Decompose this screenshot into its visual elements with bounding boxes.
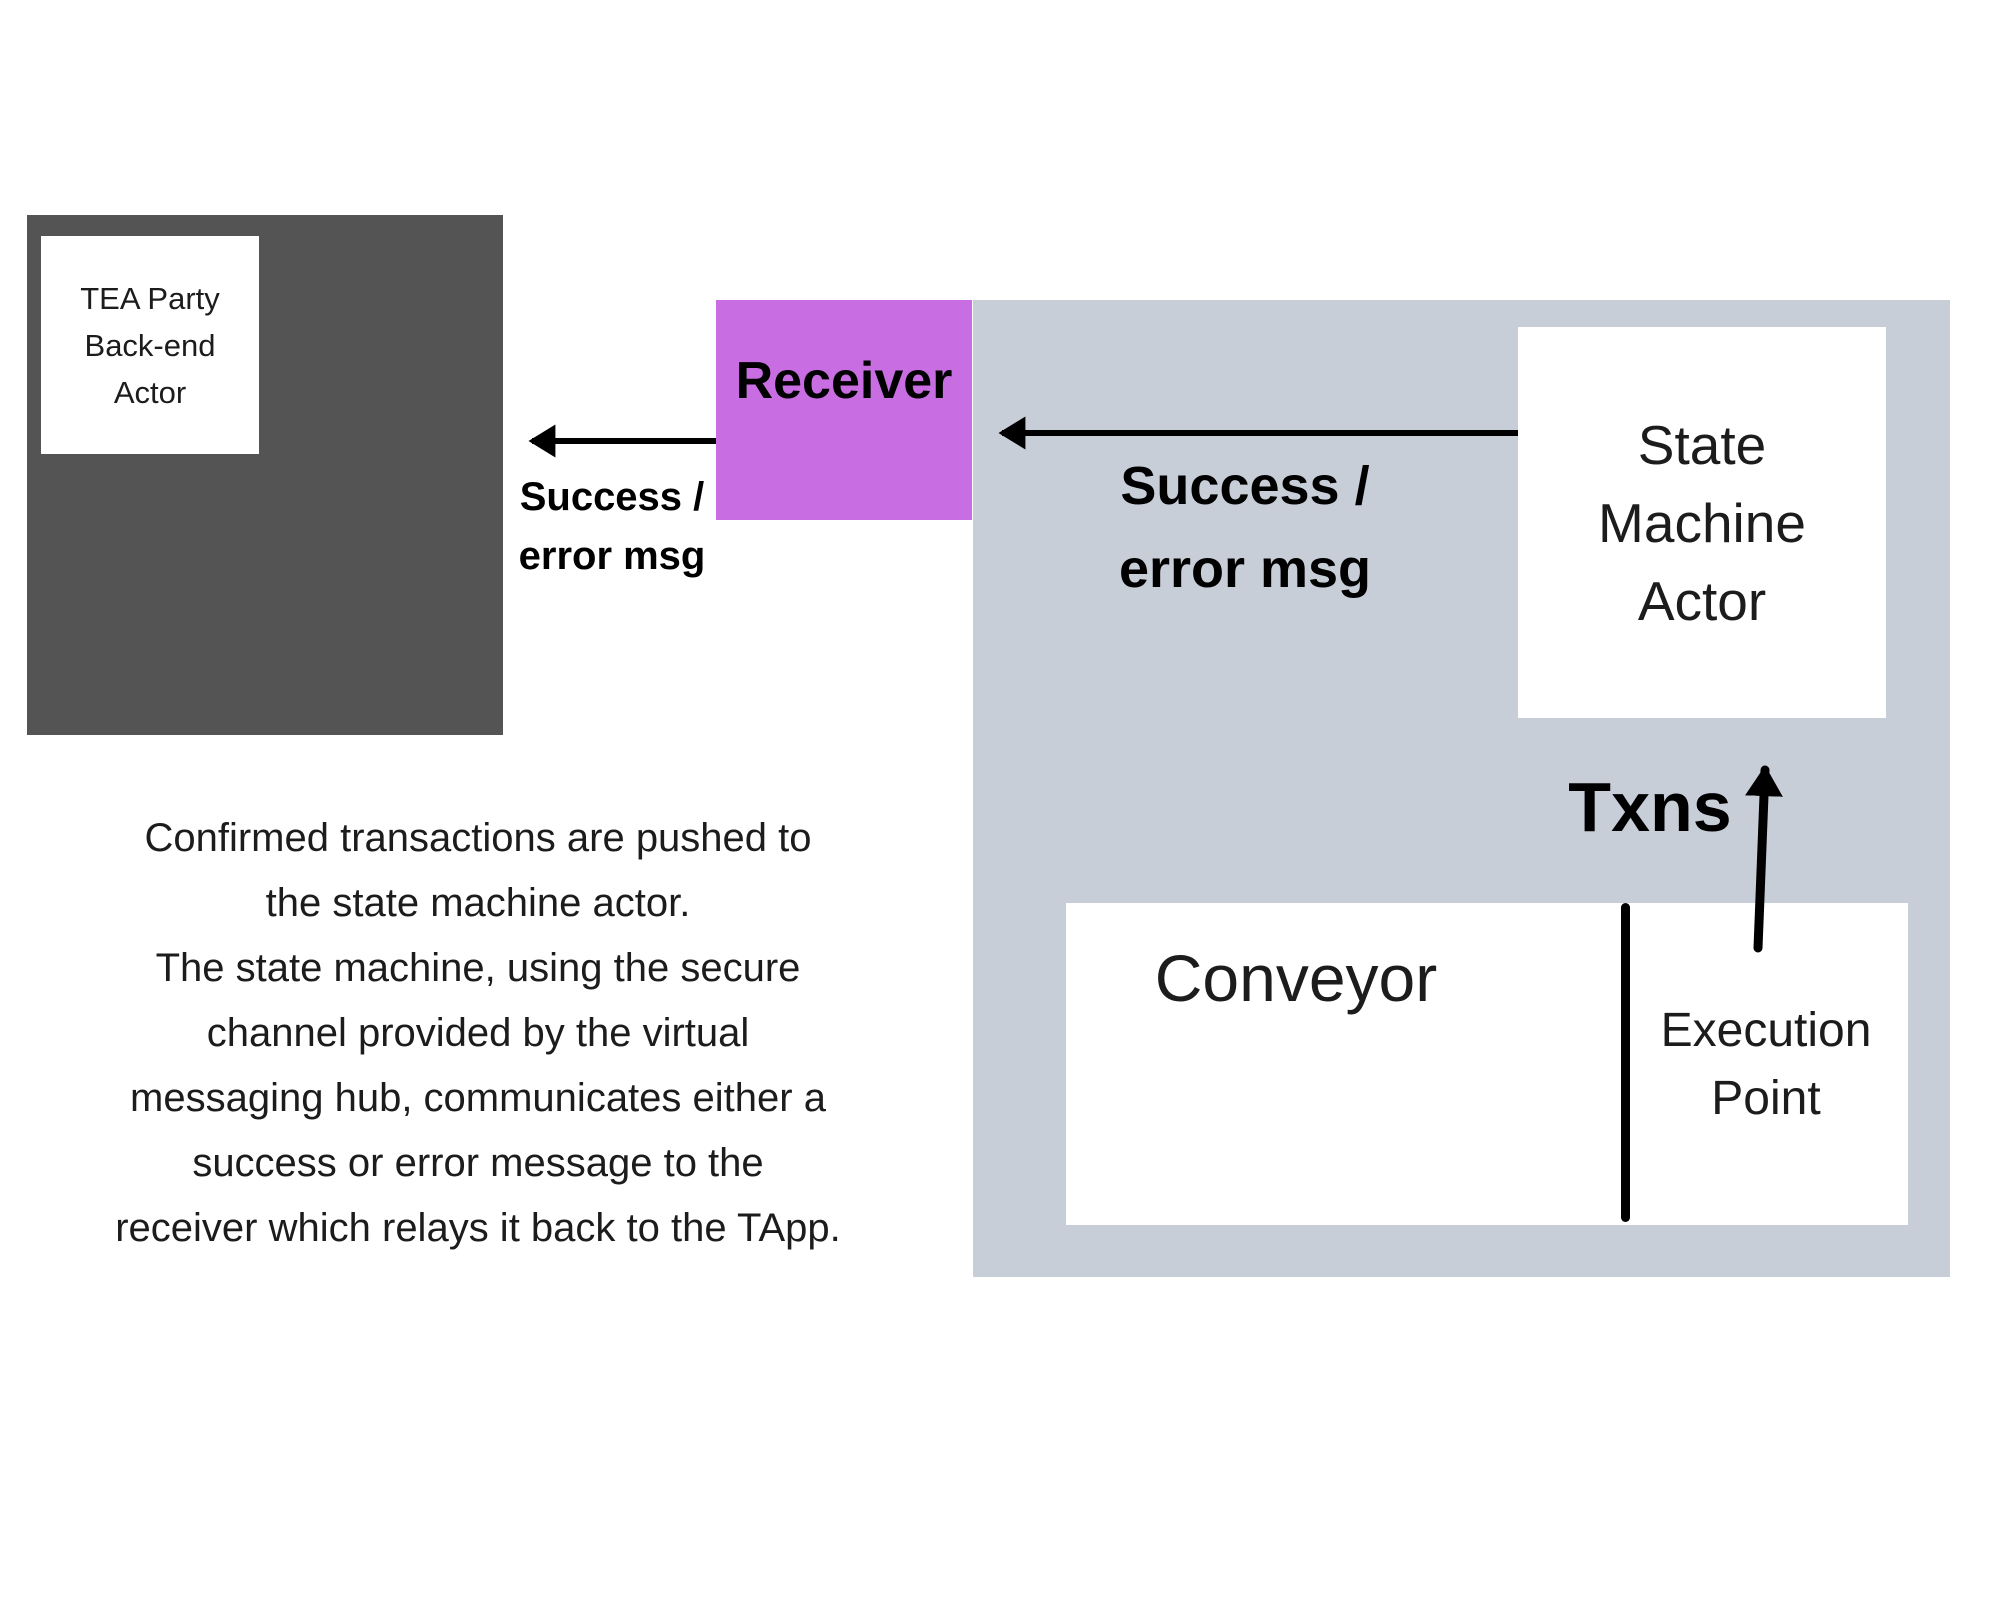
description-text: Confirmed transactions are pushed to the… [38,806,918,1261]
execution-point-label-line: Point [1711,1072,1821,1125]
success-error-left-line: Success / [519,475,705,519]
description-line: messaging hub, communicates either a [130,1076,826,1120]
execution-point-label: Execution Point [1661,997,1872,1133]
description-line: the state machine actor. [265,881,691,925]
description-line: receiver which relays it back to the TAp… [115,1206,841,1250]
state-machine-label-line: State [1637,413,1767,476]
tea-party-label-line: TEA Party [80,280,220,316]
success-error-right-line: error msg [1118,539,1372,599]
txns-label: Txns [1568,768,1732,846]
description-line: success or error message to the [192,1141,764,1185]
description-line: channel provided by the virtual [206,1011,750,1055]
success-error-left-line: error msg [518,534,706,578]
state-machine-label-line: Machine [1598,491,1806,554]
conveyor-label: Conveyor [1154,941,1438,1015]
execution-separator-line [1621,903,1630,1222]
receiver-label: Receiver [735,352,953,410]
success-error-label-left: Success / error msg [519,468,706,586]
execution-point-label-line: Execution [1660,1004,1872,1057]
tea-party-box: TEA Party Back-end Actor [41,236,259,454]
success-error-right-line: Success / [1120,456,1370,516]
tea-party-label-line: Back-end [84,327,216,363]
description-line: The state machine, using the secure [155,946,801,990]
state-machine-actor-box: State Machine Actor [1518,327,1886,718]
conveyor-box: Conveyor Execution Point [1066,903,1908,1225]
tea-party-label-line: Actor [113,374,187,410]
description-line: Confirmed transactions are pushed to [144,816,812,860]
success-error-label-right: Success / error msg [1119,445,1371,611]
receiver-box: Receiver [716,300,972,520]
state-machine-label-line: Actor [1637,569,1767,632]
